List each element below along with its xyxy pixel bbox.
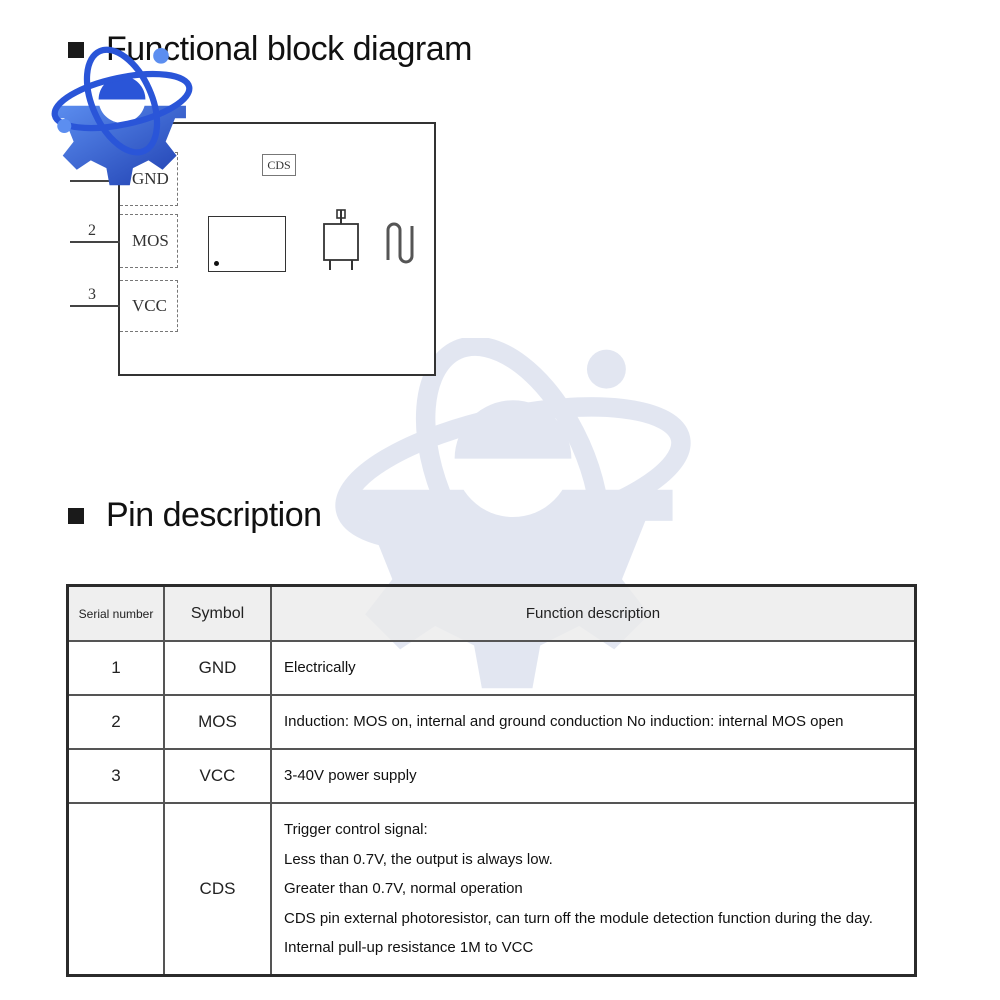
pin-line-2 [70, 241, 120, 243]
header-function-description: Function description [270, 584, 917, 642]
function-line: Internal pull-up resistance 1M to VCC [284, 939, 534, 957]
ic-pin1-dot [214, 261, 219, 266]
function-line: 3-40V power supply [284, 767, 417, 785]
bullet-square-icon [68, 41, 84, 58]
cell-symbol: MOS [163, 694, 272, 750]
cell-serial [66, 802, 165, 977]
cell-function: Electrically [270, 640, 917, 696]
cell-function: 3-40V power supply [270, 748, 917, 804]
table-row: 1 GND Electrically [66, 640, 917, 696]
cell-symbol: VCC [163, 748, 272, 804]
cell-serial: 1 [66, 640, 165, 696]
table-row: 3 VCC 3-40V power supply [66, 748, 917, 804]
cell-serial: 2 [66, 694, 165, 750]
ic-chip-icon [208, 216, 286, 272]
pin-description-heading: Pin description [68, 496, 322, 535]
cell-serial: 3 [66, 748, 165, 804]
table-row: 2 MOS Induction: MOS on, internal and gr… [66, 694, 917, 750]
cell-symbol: GND [163, 640, 272, 696]
chip-outline [118, 122, 436, 376]
cell-function: Induction: MOS on, internal and ground c… [270, 694, 917, 750]
pin-line-3 [70, 305, 120, 307]
pad-label-mos: MOS [132, 231, 169, 250]
function-line: Less than 0.7V, the output is always low… [284, 850, 553, 868]
function-line: Trigger control signal: [284, 821, 428, 839]
pad-label-vcc: VCC [132, 296, 167, 315]
header-symbol: Symbol [163, 584, 272, 642]
table-header-row: Serial number Symbol Function descriptio… [66, 584, 917, 642]
cell-function: Trigger control signal: Less than 0.7V, … [270, 802, 917, 977]
function-line: Induction: MOS on, internal and ground c… [284, 713, 844, 731]
pad-label-gnd: GND [132, 169, 169, 188]
pin-number-3: 3 [88, 286, 96, 303]
block-diagram-heading: Functional block diagram [68, 30, 472, 69]
pin-description-title: Pin description [106, 496, 322, 534]
pad-mos: MOS [120, 214, 178, 268]
pin-number-2: 2 [88, 222, 96, 239]
transistor-icon [323, 209, 359, 270]
block-diagram-title: Functional block diagram [106, 30, 472, 68]
cell-symbol: CDS [163, 802, 272, 977]
pin-line-1 [70, 180, 120, 182]
function-line: CDS pin external photoresistor, can turn… [284, 909, 873, 927]
bullet-square-icon [68, 507, 84, 524]
function-line: Electrically [284, 659, 356, 677]
pad-vcc: VCC [120, 280, 178, 332]
pin-description-table: Serial number Symbol Function descriptio… [66, 584, 917, 977]
antenna-coil-icon [386, 222, 414, 264]
cds-label-box: CDS [262, 154, 296, 176]
brand-logo-icon [51, 46, 193, 186]
function-line: Greater than 0.7V, normal operation [284, 880, 523, 898]
header-serial-number: Serial number [66, 584, 165, 642]
table-row: CDS Trigger control signal: Less than 0.… [66, 802, 917, 977]
